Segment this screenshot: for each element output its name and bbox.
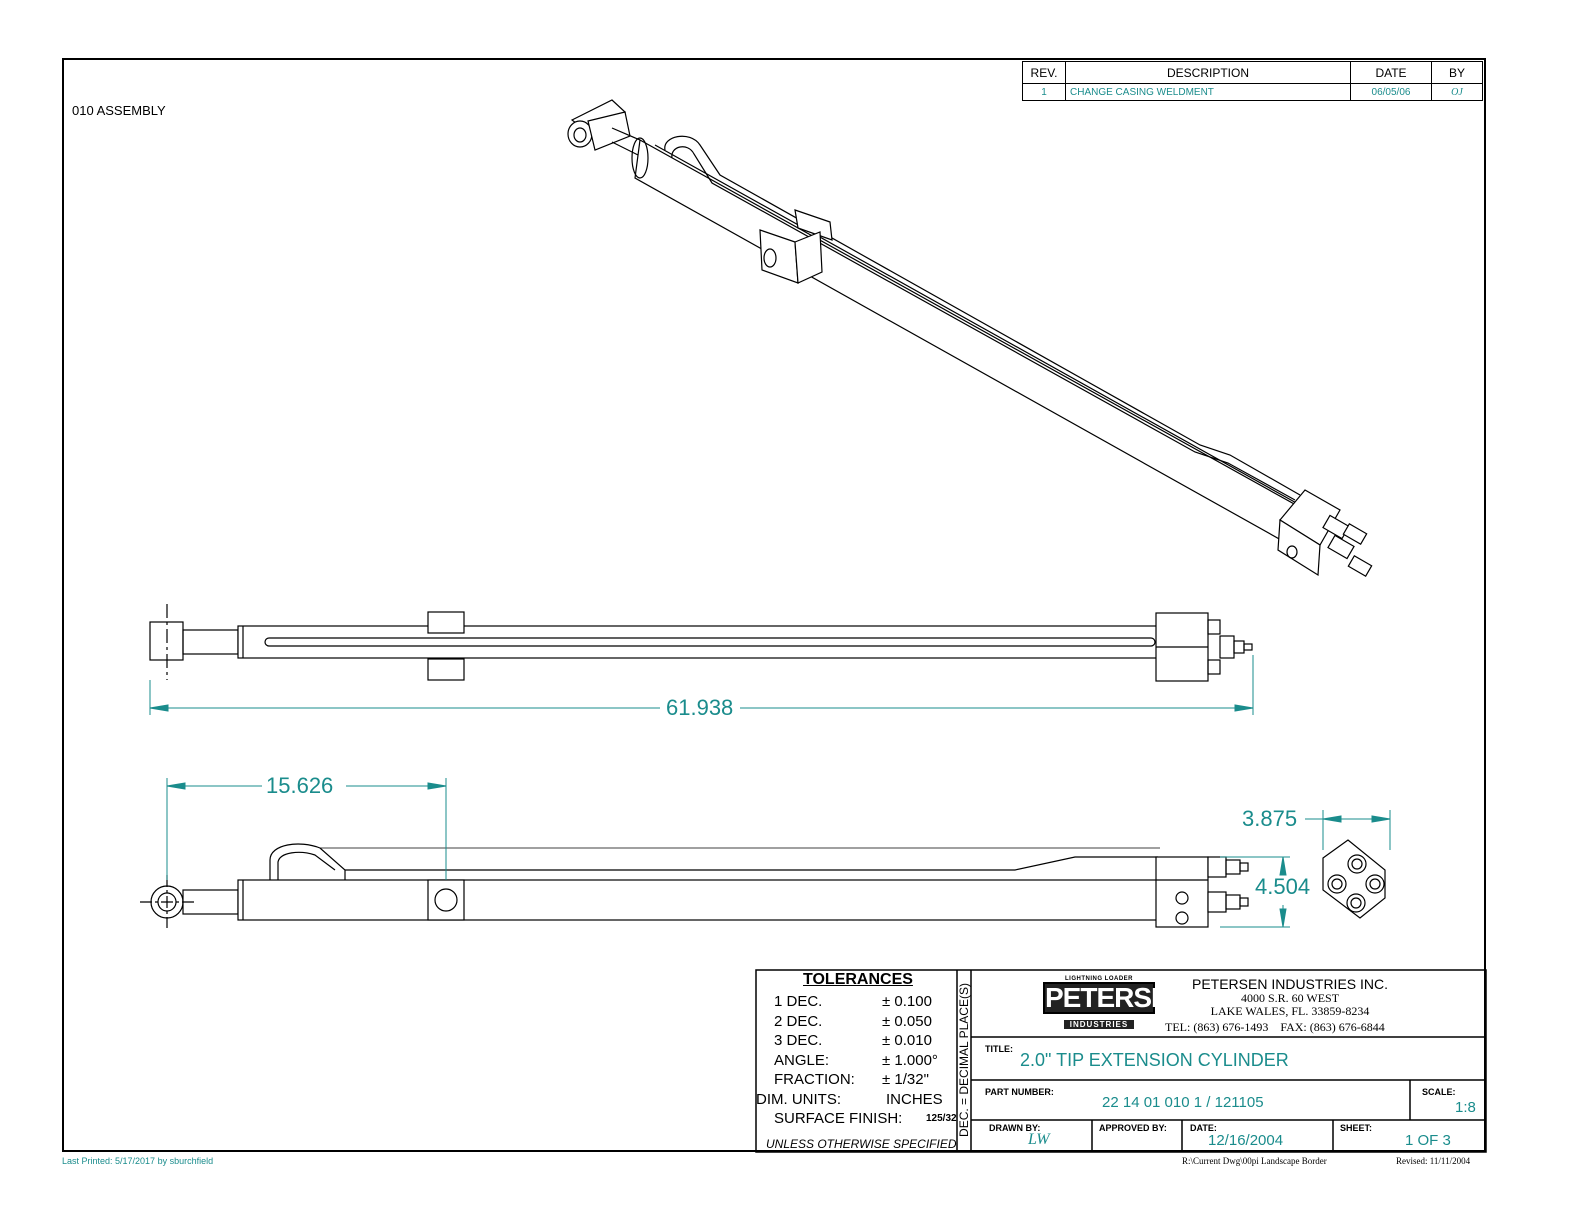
tolerance-value: ± 1/32" <box>882 1071 929 1088</box>
company-logo: LIGHTNING LOADER PETERSEN INDUSTRIES <box>1043 976 1189 1032</box>
sheet-value: 1 OF 3 <box>1405 1132 1451 1149</box>
logo-tagline: LIGHTNING LOADER <box>1065 976 1133 982</box>
end-view <box>1322 839 1386 919</box>
tolerance-value: INCHES <box>886 1090 943 1108</box>
rev-header-by: BY <box>1431 61 1483 84</box>
revised-date: Revised: 11/11/2004 <box>1396 1156 1471 1166</box>
part-number-label: PART NUMBER: <box>985 1087 1054 1097</box>
dimension-overall-length: 61.938 <box>666 695 734 720</box>
rev-cell-rev: 1 <box>1022 83 1066 101</box>
tolerance-label: 2 DEC. <box>774 1012 823 1030</box>
last-printed: Last Printed: 5/17/2017 by sburchfield <box>62 1156 214 1166</box>
file-path: R:\Current Dwg\00pi Landscape Border <box>1182 1156 1327 1166</box>
tolerance-label: 3 DEC. <box>774 1032 823 1049</box>
part-number: 22 14 01 010 1 / 121105 <box>1102 1094 1264 1111</box>
revision-table: REV. DESCRIPTION DATE BY 1 CHANGE CASING… <box>1022 61 1483 101</box>
title-label: TITLE: <box>985 1044 1013 1054</box>
dimension-block-width: 3.875 <box>1242 806 1298 831</box>
top-view <box>149 604 1253 682</box>
sheet-label-title: SHEET: <box>1340 1123 1373 1133</box>
dimension-block-height: 4.504 <box>1255 874 1311 899</box>
surface-finish-value: 125/32 <box>926 1113 957 1124</box>
scale-value: 1:8 <box>1455 1099 1476 1116</box>
dimension-rod-eye-offset: 15.626 <box>266 773 334 798</box>
tolerances-values: ± 0.100 ± 0.050 ± 0.010 ± 1.000° ± 1/32"… <box>882 992 957 1129</box>
title-block-lines <box>755 969 1487 1153</box>
isometric-view <box>567 99 1373 578</box>
drawn-by-value: LW <box>1028 1131 1050 1148</box>
company-name: PETERSEN INDUSTRIES INC. <box>1191 976 1389 992</box>
scale-label: SCALE: <box>1422 1087 1456 1097</box>
drawing-title: 2.0" TIP EXTENSION CYLINDER <box>1020 1050 1289 1070</box>
tolerance-label: SURFACE FINISH: <box>774 1110 903 1127</box>
rev-cell-by: OJ <box>1431 83 1483 101</box>
tolerance-value: ± 0.010 <box>882 1032 932 1049</box>
tolerance-value: ± 0.050 <box>882 1012 932 1030</box>
tolerance-label: FRACTION: <box>774 1071 855 1088</box>
logo-name: PETERSEN <box>1043 982 1189 1014</box>
tolerance-value: ± 0.100 <box>882 993 932 1010</box>
drawn-by-label: DRAWN BY: <box>989 1123 1041 1133</box>
dec-side-note: DEC. = DECIMAL PLACE(S) <box>957 983 971 1137</box>
side-view <box>140 843 1249 928</box>
drawing-sheet-border <box>62 58 1486 1152</box>
tolerances-heading: TOLERANCES <box>803 971 913 988</box>
logo-sub: INDUSTRIES <box>1063 1020 1135 1029</box>
date-label: DATE: <box>1190 1123 1217 1133</box>
approved-by-label: APPROVED BY: <box>1099 1123 1167 1133</box>
tolerances-labels: 1 DEC. 2 DEC. 3 DEC. ANGLE: FRACTION: DI… <box>756 992 903 1129</box>
company-phone: TEL: (863) 676-1493 FAX: (863) 676-6844 <box>1165 1020 1385 1034</box>
rev-cell-description: CHANGE CASING WELDMENT <box>1065 83 1351 101</box>
sheet-label: 010 ASSEMBLY <box>72 103 166 118</box>
company-address1: 4000 S.R. 60 WEST <box>1240 991 1340 1005</box>
company-address-block: PETERSEN INDUSTRIES INC. 4000 S.R. 60 WE… <box>1165 976 1415 1018</box>
tolerance-label: 1 DEC. <box>774 993 823 1010</box>
tolerance-label: ANGLE: <box>774 1051 830 1069</box>
date-value: 12/16/2004 <box>1208 1132 1284 1149</box>
tolerance-label: DIM. UNITS: <box>756 1090 841 1108</box>
tolerances-footer: UNLESS OTHERWISE SPECIFIED <box>766 1137 957 1151</box>
tolerance-value: ± 1.000° <box>882 1051 938 1069</box>
company-address2: LAKE WALES, FL. 33859-8234 <box>1210 1004 1370 1018</box>
